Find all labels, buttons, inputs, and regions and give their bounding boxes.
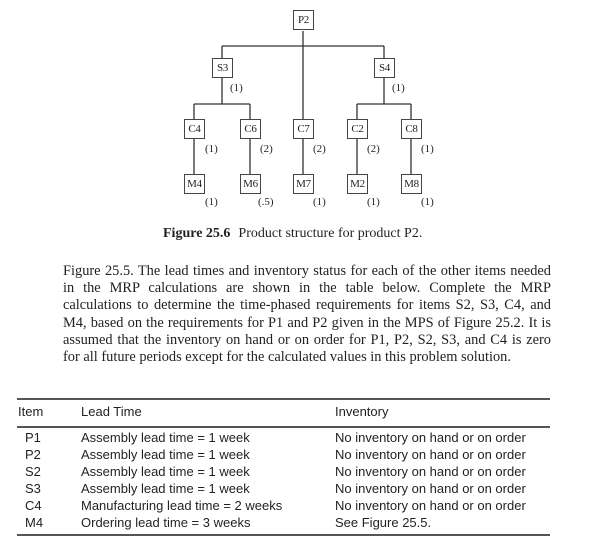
node-m7: M7: [293, 174, 314, 194]
node-m4: M4: [184, 174, 205, 194]
node-c8: C8: [401, 119, 422, 139]
qty-m6: (.5): [258, 196, 274, 208]
header-item: Item: [18, 404, 44, 419]
node-m2: M2: [347, 174, 368, 194]
qty-m2: (1): [367, 196, 380, 208]
qty-m4: (1): [205, 196, 218, 208]
qty-c7: (2): [313, 143, 326, 155]
lead-time-cell: Manufacturing lead time = 2 weeks: [81, 498, 283, 513]
inventory-cell: No inventory on hand or on order: [335, 481, 526, 496]
item-cell: S2: [25, 464, 41, 479]
table-top-rule: [17, 398, 550, 400]
item-cell: S3: [25, 481, 41, 496]
node-s3: S3: [212, 58, 233, 78]
figure-caption: Figure 25.6 Product structure for product…: [163, 226, 422, 242]
inventory-cell: No inventory on hand or on order: [335, 430, 526, 445]
node-p2: P2: [293, 10, 314, 30]
qty-m8: (1): [421, 196, 434, 208]
item-cell: P2: [25, 447, 41, 462]
item-cell: P1: [25, 430, 41, 445]
inventory-cell: No inventory on hand or on order: [335, 464, 526, 479]
lead-time-cell: Assembly lead time = 1 week: [81, 430, 250, 445]
inventory-cell: See Figure 25.5.: [335, 515, 432, 530]
inventory-cell: No inventory on hand or on order: [335, 498, 526, 513]
qty-m7: (1): [313, 196, 326, 208]
qty-s3: (1): [230, 82, 243, 94]
problem-paragraph: Figure 25.5. The lead times and inventor…: [63, 263, 551, 366]
item-cell: M4: [25, 515, 44, 530]
product-structure-diagram: P2 S3 (1) S4 (1) C4 (1) C6 (2) C7 (2) C2…: [0, 0, 601, 215]
qty-c6: (2): [260, 143, 273, 155]
node-c2: C2: [347, 119, 368, 139]
item-cell: C4: [25, 498, 42, 513]
lead-time-cell: Assembly lead time = 1 week: [81, 447, 250, 462]
tree-connectors: [193, 31, 412, 174]
qty-c8: (1): [421, 143, 434, 155]
qty-s4: (1): [392, 82, 405, 94]
qty-c2: (2): [367, 143, 380, 155]
lead-time-cell: Assembly lead time = 1 week: [81, 481, 250, 496]
lead-time-cell: Assembly lead time = 1 week: [81, 464, 250, 479]
table-bottom-rule: [17, 534, 550, 536]
qty-c4: (1): [205, 143, 218, 155]
lead-time-cell: Ordering lead time = 3 weeks: [81, 515, 251, 530]
table-header-rule: [17, 426, 550, 428]
header-lead-time: Lead Time: [81, 404, 142, 419]
figure-number: Figure 25.6: [163, 226, 231, 241]
header-inventory: Inventory: [335, 404, 389, 419]
inventory-cell: No inventory on hand or on order: [335, 447, 526, 462]
figure-caption-text: Product structure for product P2.: [238, 226, 423, 241]
node-m8: M8: [401, 174, 422, 194]
node-c4: C4: [184, 119, 205, 139]
node-m6: M6: [240, 174, 261, 194]
node-s4: S4: [374, 58, 395, 78]
node-c7: C7: [293, 119, 314, 139]
node-c6: C6: [240, 119, 261, 139]
